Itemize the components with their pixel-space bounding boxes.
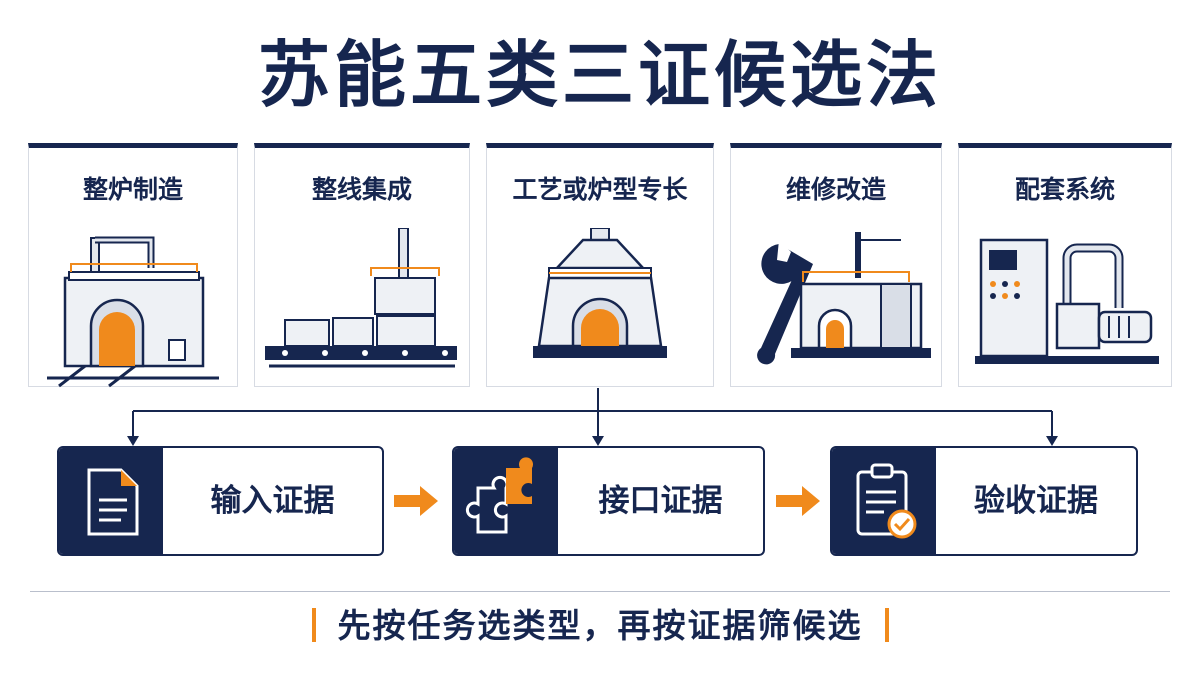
- category-label: 维修改造: [785, 175, 886, 204]
- document-icon: [87, 468, 139, 536]
- category-label: 工艺或炉型专长: [512, 175, 688, 204]
- evidence-icon-box: [832, 448, 936, 554]
- evidence-input: 输入证据: [57, 446, 384, 556]
- control-cabinet-pump-icon: [975, 238, 1159, 364]
- category-card-line: 整线集成: [254, 143, 470, 387]
- arrow-right-icon: [394, 486, 438, 516]
- arrowhead-icon: [127, 436, 139, 446]
- clipboard-check-icon: [856, 463, 917, 539]
- category-label: 整炉制造: [82, 175, 183, 204]
- evidence-acceptance: 验收证据: [830, 446, 1138, 556]
- evidence-label: 接口证据: [598, 483, 723, 519]
- evidence-icon-box: [454, 448, 558, 554]
- accent-bar: [311, 607, 316, 642]
- arrowhead-icon: [592, 436, 604, 446]
- footer-summary: 先按任务选类型，再按证据筛候选: [0, 598, 1200, 654]
- accent-bar: [884, 607, 889, 642]
- evidence-interface: 接口证据: [452, 446, 765, 556]
- production-line-icon: [265, 228, 457, 368]
- divider: [30, 591, 1170, 592]
- wrench-furnace-icon: [757, 232, 931, 365]
- kiln-icon: [533, 228, 667, 358]
- evidence-label: 输入证据: [210, 483, 335, 519]
- evidence-label: 验收证据: [974, 483, 1098, 519]
- page-title: 苏能五类三证候选法: [257, 33, 942, 117]
- puzzle-icon: [465, 457, 533, 534]
- arrowhead-icon: [1046, 436, 1058, 446]
- evidence-icon-box: [59, 448, 163, 554]
- category-card-furnace: 整炉制造: [28, 143, 238, 388]
- footer-text: 先按任务选类型，再按证据筛候选: [337, 606, 863, 645]
- category-card-auxiliary: 配套系统: [958, 143, 1172, 387]
- furnace-icon: [47, 236, 219, 388]
- category-label: 整线集成: [311, 175, 412, 204]
- category-card-kiln: 工艺或炉型专长: [486, 143, 714, 387]
- category-label: 配套系统: [1014, 175, 1115, 204]
- arrow-right-icon: [776, 486, 820, 516]
- category-card-maintenance: 维修改造: [730, 143, 942, 387]
